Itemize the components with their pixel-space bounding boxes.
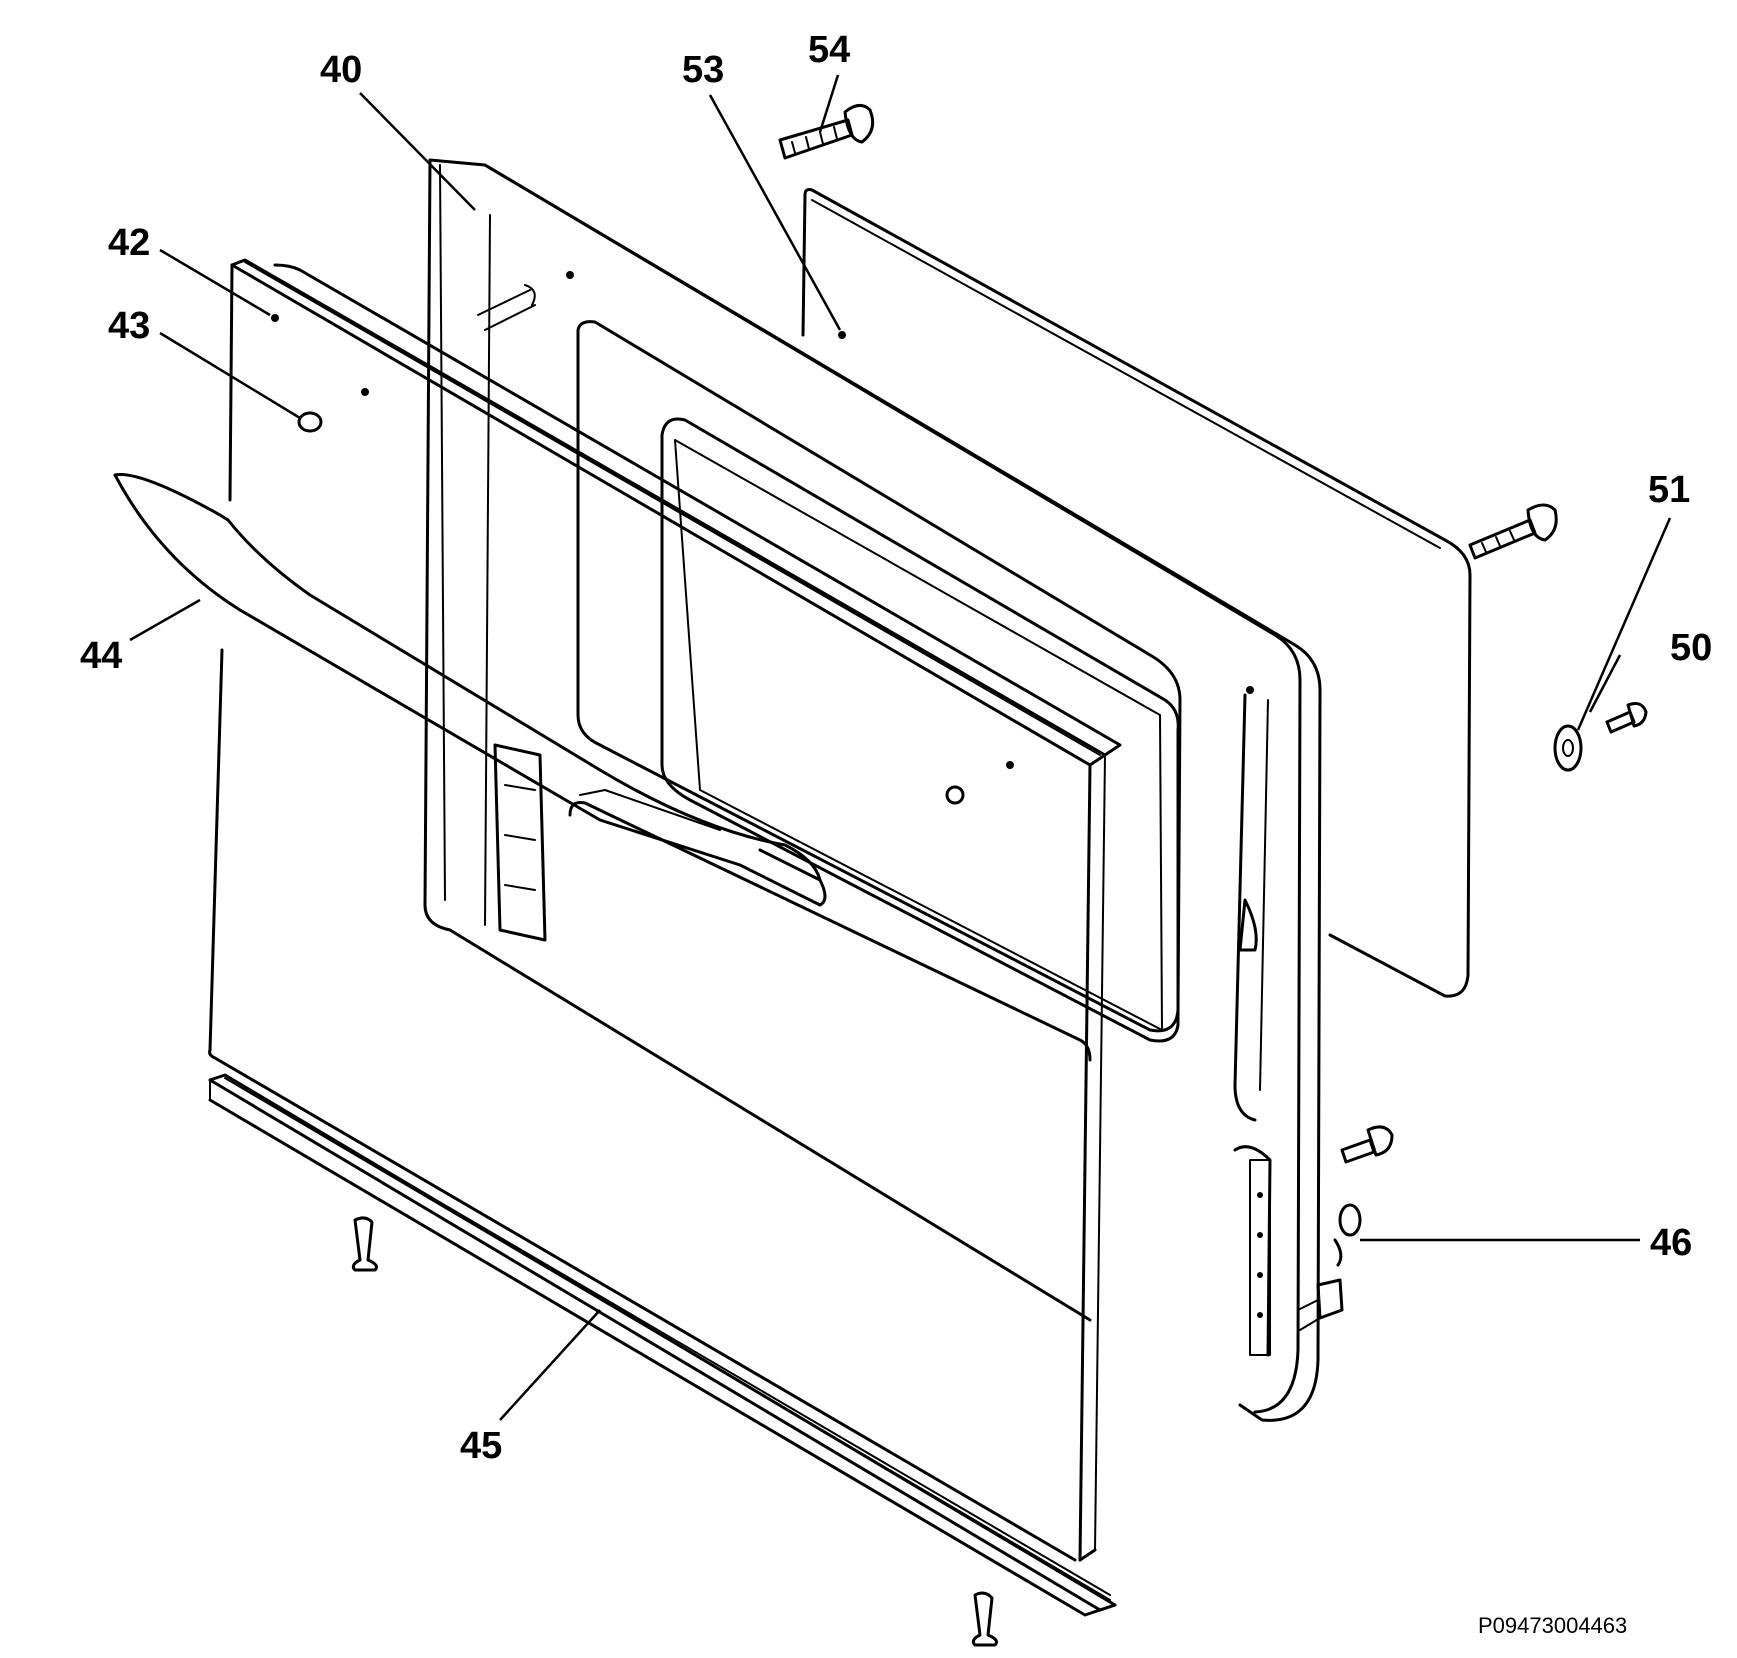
part-42-outer-door-panel xyxy=(208,258,1122,1562)
leader-51 xyxy=(1576,517,1672,731)
part-40-inner-door-frame xyxy=(423,158,1322,1422)
callout-45: 45 xyxy=(460,1425,502,1467)
callout-50: 50 xyxy=(1670,627,1712,669)
part-44-door-handle xyxy=(113,473,827,907)
leader-54 xyxy=(818,74,840,133)
part-50-small-screw xyxy=(1605,702,1648,734)
part-45-bottom-trim-strip xyxy=(208,1073,1117,1647)
leader-40 xyxy=(359,92,476,211)
leader-lines xyxy=(129,74,1672,1421)
callout-53: 53 xyxy=(682,49,724,91)
callout-54: 54 xyxy=(808,29,850,71)
screw-right-upper xyxy=(1468,503,1558,560)
part-46-hinge-pivot xyxy=(1297,1203,1362,1331)
callout-43: 43 xyxy=(108,305,150,347)
part-53-rear-glass-panel xyxy=(801,188,1472,998)
part-51-washer xyxy=(1553,724,1583,772)
leader-45 xyxy=(499,1309,601,1421)
callout-46: 46 xyxy=(1650,1222,1692,1264)
screw-right-lower xyxy=(1340,1125,1394,1164)
part-54-screw xyxy=(778,104,875,160)
callout-42: 42 xyxy=(108,222,150,264)
reference-code: P09473004463 xyxy=(1478,1613,1627,1638)
callout-40: 40 xyxy=(320,49,362,91)
leader-53 xyxy=(708,94,842,331)
leader-43 xyxy=(159,331,301,420)
callout-44: 44 xyxy=(80,635,122,677)
part-43-grommet xyxy=(297,411,323,433)
callout-51: 51 xyxy=(1648,469,1690,511)
leader-42 xyxy=(159,248,271,317)
leader-44 xyxy=(129,598,201,642)
leader-50 xyxy=(1588,654,1622,713)
